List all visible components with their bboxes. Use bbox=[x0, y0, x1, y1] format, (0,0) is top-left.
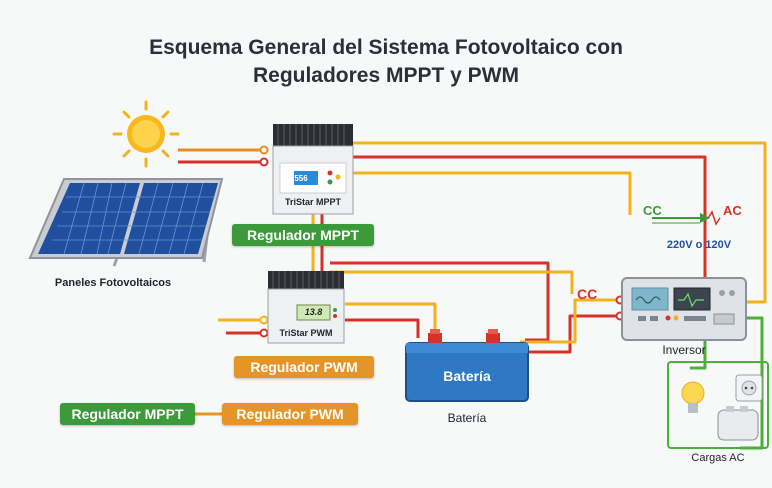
wires bbox=[178, 141, 767, 450]
wire-inverter-loads-2 bbox=[690, 340, 707, 370]
mppt-regulator-tag: Regulador MPPT bbox=[232, 224, 374, 246]
pwm-device-icon bbox=[267, 271, 345, 344]
battery-icon bbox=[405, 329, 529, 402]
battery-caption: Batería bbox=[447, 411, 487, 425]
wire-mppt-yellow-2 bbox=[352, 171, 632, 215]
pwm-display-value: 13.8 bbox=[304, 307, 323, 317]
mppt-device-icon bbox=[272, 124, 354, 215]
solar-panel-icon bbox=[28, 178, 224, 267]
sun-icon bbox=[112, 100, 180, 168]
wire-battery-inverter-red bbox=[525, 314, 625, 354]
mppt-display-value: 556 bbox=[294, 174, 308, 183]
diagram-title-line-2: Reguladores MPPT y PWM bbox=[252, 64, 520, 87]
loads-label: Cargas AC bbox=[691, 452, 745, 464]
panels-label: Paneles Fotovoltaicos bbox=[54, 277, 172, 289]
legend-pwm-tag: Regulador PWM bbox=[222, 403, 358, 425]
mppt-device-label: TriStar MPPT bbox=[284, 197, 341, 207]
pwm-device-label: TriStar PWM bbox=[279, 328, 333, 338]
wire-battery-inverter-yellow bbox=[520, 298, 625, 344]
toaster-icon bbox=[717, 406, 759, 441]
wall-socket-icon bbox=[735, 374, 763, 402]
conversion-cc-label: CC bbox=[643, 203, 662, 218]
wire-pwm-red-top bbox=[330, 261, 550, 342]
wire-mppt-top-yellow bbox=[352, 141, 767, 304]
battery-body-label: Batería bbox=[443, 368, 491, 384]
wire-mppt-red bbox=[352, 155, 707, 280]
diagram-title-line-1: Esquema General del Sistema Fotovoltaico… bbox=[149, 36, 623, 59]
conversion-ac-label: AC bbox=[723, 203, 742, 218]
conversion-arrow-icon bbox=[652, 210, 721, 226]
wire-pwm-battery-yellow bbox=[345, 302, 437, 330]
inverter-label: Inversor bbox=[662, 343, 706, 357]
legend-mppt-tag: Regulador MPPT bbox=[60, 403, 195, 425]
pwm-regulator-tag: Regulador PWM bbox=[234, 356, 374, 378]
conversion-voltage-label: 220V o 120V bbox=[666, 239, 732, 251]
light-bulb-icon bbox=[681, 381, 705, 413]
wire-pwm-battery-red bbox=[345, 318, 420, 338]
inverter-icon bbox=[621, 277, 747, 341]
loads-box bbox=[667, 361, 769, 449]
wire-pwm-yellow-top bbox=[330, 270, 574, 294]
cc-wire-label: CC bbox=[577, 286, 598, 302]
